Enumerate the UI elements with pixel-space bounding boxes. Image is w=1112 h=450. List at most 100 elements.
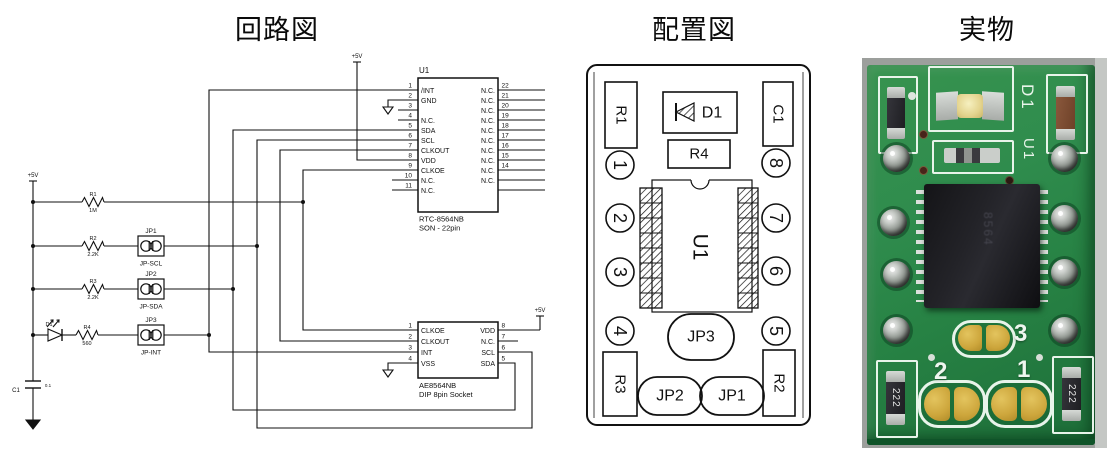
svg-text:N.C.: N.C. xyxy=(481,88,495,95)
junction-dots xyxy=(31,200,305,337)
svg-text:8: 8 xyxy=(408,153,412,160)
layout-jp3-label: JP3 xyxy=(687,329,715,346)
r2-ref: R2 xyxy=(89,236,96,242)
svg-text:8: 8 xyxy=(766,158,786,168)
svg-text:1: 1 xyxy=(408,323,412,330)
svg-text:4: 4 xyxy=(408,113,412,120)
header-pin xyxy=(883,317,910,344)
svg-text:5: 5 xyxy=(502,356,506,363)
svg-text:14: 14 xyxy=(502,163,510,170)
svg-text:16: 16 xyxy=(502,143,510,150)
header-pin xyxy=(883,261,910,288)
svg-text:N.C.: N.C. xyxy=(481,98,495,105)
header-pin xyxy=(1051,205,1078,232)
svg-text:INT: INT xyxy=(421,350,433,357)
svg-text:/INT: /INT xyxy=(421,88,435,95)
diode-icon xyxy=(674,102,695,122)
layout-pin-circles xyxy=(605,148,791,346)
header-pin xyxy=(1051,145,1078,172)
photo-d1-label: D1 xyxy=(1018,84,1037,112)
rtc-chip: 8564 xyxy=(924,184,1040,308)
via xyxy=(919,130,928,139)
photo-c1-silk xyxy=(1046,74,1088,154)
circuit-diagram: +5V +5V +5V R1 1M R2 2.2K R3 2.2K R4 560… xyxy=(12,54,546,430)
svg-text:6: 6 xyxy=(408,133,412,140)
svg-text:10: 10 xyxy=(405,173,413,180)
socket-part: AE8564NB xyxy=(419,381,456,390)
c1-value: 0.1 xyxy=(45,383,52,388)
header-pin xyxy=(883,145,910,172)
photo-d1-silk xyxy=(928,66,1014,132)
r1-value: 1M xyxy=(89,208,97,214)
layout-c1-box xyxy=(762,81,794,147)
photo-title: 実物 xyxy=(959,15,1015,45)
photo-jp2-number: 2 xyxy=(934,358,948,385)
svg-text:N.C.: N.C. xyxy=(481,168,495,175)
svg-text:2: 2 xyxy=(408,93,412,100)
led-pad-left xyxy=(936,91,958,121)
power-label: +5V xyxy=(352,54,363,60)
u1-right-pin-numbers: 22 21 20 19 18 17 16 15 14 xyxy=(502,83,510,170)
svg-text:CLKOUT: CLKOUT xyxy=(421,148,450,155)
photo-r3-silk: 222 xyxy=(876,360,918,438)
svg-text:8: 8 xyxy=(502,323,506,330)
svg-text:N.C.: N.C. xyxy=(481,158,495,165)
svg-text:VSS: VSS xyxy=(421,361,435,368)
socket-package: DIP 8pin Socket xyxy=(419,390,474,399)
photo-jp1-pads xyxy=(985,380,1053,428)
svg-text:4: 4 xyxy=(610,326,630,336)
photo-jp3-pads xyxy=(952,320,1016,358)
led-body xyxy=(957,94,983,118)
jp2-net: JP-SDA xyxy=(139,304,163,311)
jp3-net: JP-INT xyxy=(141,350,161,357)
photo-r4-silk xyxy=(932,140,1014,174)
jp1-ref: JP1 xyxy=(145,228,157,235)
svg-text:2: 2 xyxy=(408,334,412,341)
svg-text:N.C.: N.C. xyxy=(421,178,435,185)
svg-text:20: 20 xyxy=(502,103,510,110)
power-label: +5V xyxy=(28,173,39,179)
svg-text:3: 3 xyxy=(408,103,412,110)
photo-jp1-number: 1 xyxy=(1017,356,1031,383)
socket-right-pin-labels: VDD N.C. SCL SDA xyxy=(480,328,495,368)
r4-ref: R4 xyxy=(83,325,90,331)
photo-r1-silk xyxy=(878,76,918,154)
svg-text:N.C.: N.C. xyxy=(421,118,435,125)
r1-ref: R1 xyxy=(89,192,96,198)
svg-text:VDD: VDD xyxy=(421,158,436,165)
layout-d1-label: D1 xyxy=(702,105,723,122)
layout-c1-label: C1 xyxy=(770,104,787,123)
svg-text:1: 1 xyxy=(610,160,630,170)
layout-u1-label: U1 xyxy=(689,234,712,261)
svg-text:N.C.: N.C. xyxy=(481,148,495,155)
header-pin xyxy=(880,209,907,236)
via xyxy=(908,92,916,100)
via xyxy=(928,354,935,361)
u1-part: RTC-8564NB xyxy=(419,215,464,224)
socket-symbol-box xyxy=(417,321,499,379)
svg-text:18: 18 xyxy=(502,123,510,130)
u1-symbol-box xyxy=(417,77,499,213)
svg-text:3: 3 xyxy=(610,267,630,277)
svg-text:N.C.: N.C. xyxy=(481,178,495,185)
layout-r1-label: R1 xyxy=(613,105,630,124)
svg-text:GND: GND xyxy=(421,98,437,105)
svg-text:N.C.: N.C. xyxy=(481,138,495,145)
svg-text:17: 17 xyxy=(502,133,510,140)
svg-text:1: 1 xyxy=(408,83,412,90)
svg-text:SCL: SCL xyxy=(421,138,435,145)
jumper-symbols xyxy=(137,235,165,346)
r2-value: 2.2K xyxy=(87,252,99,258)
layout-r2-label: R2 xyxy=(771,373,788,392)
jp2-ref: JP2 xyxy=(145,271,157,278)
power-label: +5V xyxy=(535,308,546,314)
layout-jp1-label: JP1 xyxy=(718,388,746,405)
photo-jp3-number: 3 xyxy=(1014,320,1028,347)
r4-value: 560 xyxy=(82,341,91,347)
svg-text:2: 2 xyxy=(610,213,630,223)
layout-r2-box xyxy=(762,349,796,417)
via xyxy=(1036,354,1043,361)
led-pad-right xyxy=(982,91,1004,121)
u1-package: SON - 22pin xyxy=(419,224,460,233)
